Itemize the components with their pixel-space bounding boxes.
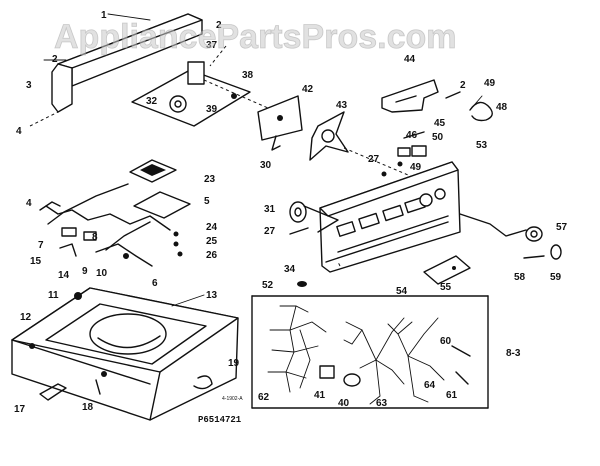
callout-54: 54 xyxy=(396,286,408,297)
callout-49: 49 xyxy=(484,78,496,89)
callout-30: 30 xyxy=(260,160,272,171)
callout-2: 2 xyxy=(216,20,222,31)
callout-50: 50 xyxy=(432,132,444,143)
callout-19: 19 xyxy=(228,358,240,369)
small-caption: 4-1902-A xyxy=(222,396,243,402)
knob-31 xyxy=(289,201,339,235)
callout-3: 3 xyxy=(26,80,32,91)
callout-9: 9 xyxy=(82,266,88,277)
callout-25: 25 xyxy=(206,236,218,247)
control-panel-housing xyxy=(29,13,203,127)
callout-12: 12 xyxy=(20,312,32,323)
screw-34 xyxy=(297,257,339,287)
callout-34: 34 xyxy=(284,264,296,275)
callout-37: 37 xyxy=(206,40,218,51)
callout-42: 42 xyxy=(302,84,314,95)
callout-52: 52 xyxy=(262,280,274,291)
harness-64 xyxy=(387,317,445,403)
bracket-44 xyxy=(381,79,439,113)
small-switches xyxy=(381,131,427,177)
callout-13: 13 xyxy=(206,290,218,301)
callout-55: 55 xyxy=(440,282,452,293)
callout-32: 32 xyxy=(146,96,158,107)
callout-61: 61 xyxy=(446,390,458,401)
callout-10: 10 xyxy=(96,268,108,279)
callout-23: 23 xyxy=(204,174,216,185)
callout-40: 40 xyxy=(338,398,350,409)
callout-15: 15 xyxy=(30,256,42,267)
callout-49b: 49 xyxy=(410,162,422,173)
callout-26: 26 xyxy=(206,250,218,261)
callout-64: 64 xyxy=(424,380,436,391)
callout-63: 63 xyxy=(376,398,388,409)
callout-24: 24 xyxy=(206,222,218,233)
callout-39: 39 xyxy=(206,104,218,115)
harness-62 xyxy=(267,305,327,393)
callout-46: 46 xyxy=(406,130,418,141)
callout-14: 14 xyxy=(58,270,70,281)
callout-8: 8 xyxy=(92,232,98,243)
callout-62: 62 xyxy=(258,392,270,403)
callout-60: 60 xyxy=(440,336,452,347)
callout-2b: 2 xyxy=(52,54,58,65)
callout-59: 59 xyxy=(550,272,562,283)
callout-31: 31 xyxy=(264,204,276,215)
washer-top-13 xyxy=(11,287,239,421)
plate-54 xyxy=(337,255,471,285)
switch-57 xyxy=(523,226,562,260)
callout-6: 6 xyxy=(152,278,158,289)
hinge-17 xyxy=(39,375,213,401)
callout-27: 27 xyxy=(368,154,380,165)
callout-45: 45 xyxy=(434,118,446,129)
callout-18: 18 xyxy=(82,402,94,413)
watermark: AppliancePartsPros.com xyxy=(54,18,456,56)
callout-43: 43 xyxy=(336,100,348,111)
callout-2c: 2 xyxy=(460,80,466,91)
console-panel-53 xyxy=(319,161,527,273)
lid-lock-wiring xyxy=(39,201,183,267)
callout-53: 53 xyxy=(476,140,488,151)
callout-4b: 4 xyxy=(26,198,32,209)
callout-44: 44 xyxy=(404,54,416,65)
callout-7: 7 xyxy=(38,240,44,251)
wires-60-61 xyxy=(451,345,471,385)
screw-and-clip xyxy=(445,91,493,122)
bracket-42 xyxy=(257,95,303,151)
callout-57: 57 xyxy=(556,222,568,233)
callout-41: 41 xyxy=(314,390,326,401)
part-43-drive xyxy=(309,111,421,181)
callout-17: 17 xyxy=(14,404,26,415)
lid-switch-23 xyxy=(47,159,191,251)
callout-4: 4 xyxy=(16,126,22,137)
callout-48: 48 xyxy=(496,102,508,113)
page-label: 8-3 xyxy=(506,348,521,359)
harness-frame xyxy=(251,295,489,409)
callout-labels: 1 2 2 3 4 37 38 32 39 42 30 43 44 2 49 4… xyxy=(14,10,568,415)
callout-58: 58 xyxy=(514,272,526,283)
callout-11: 11 xyxy=(48,290,59,301)
callout-1: 1 xyxy=(101,10,107,21)
callout-5: 5 xyxy=(204,196,210,207)
callout-38: 38 xyxy=(242,70,254,81)
timer-assembly xyxy=(131,45,269,127)
harness-63 xyxy=(343,317,405,405)
figure-number: P6514721 xyxy=(198,415,242,425)
callout-27b: 27 xyxy=(264,226,276,237)
connectors-41-40 xyxy=(319,365,361,387)
